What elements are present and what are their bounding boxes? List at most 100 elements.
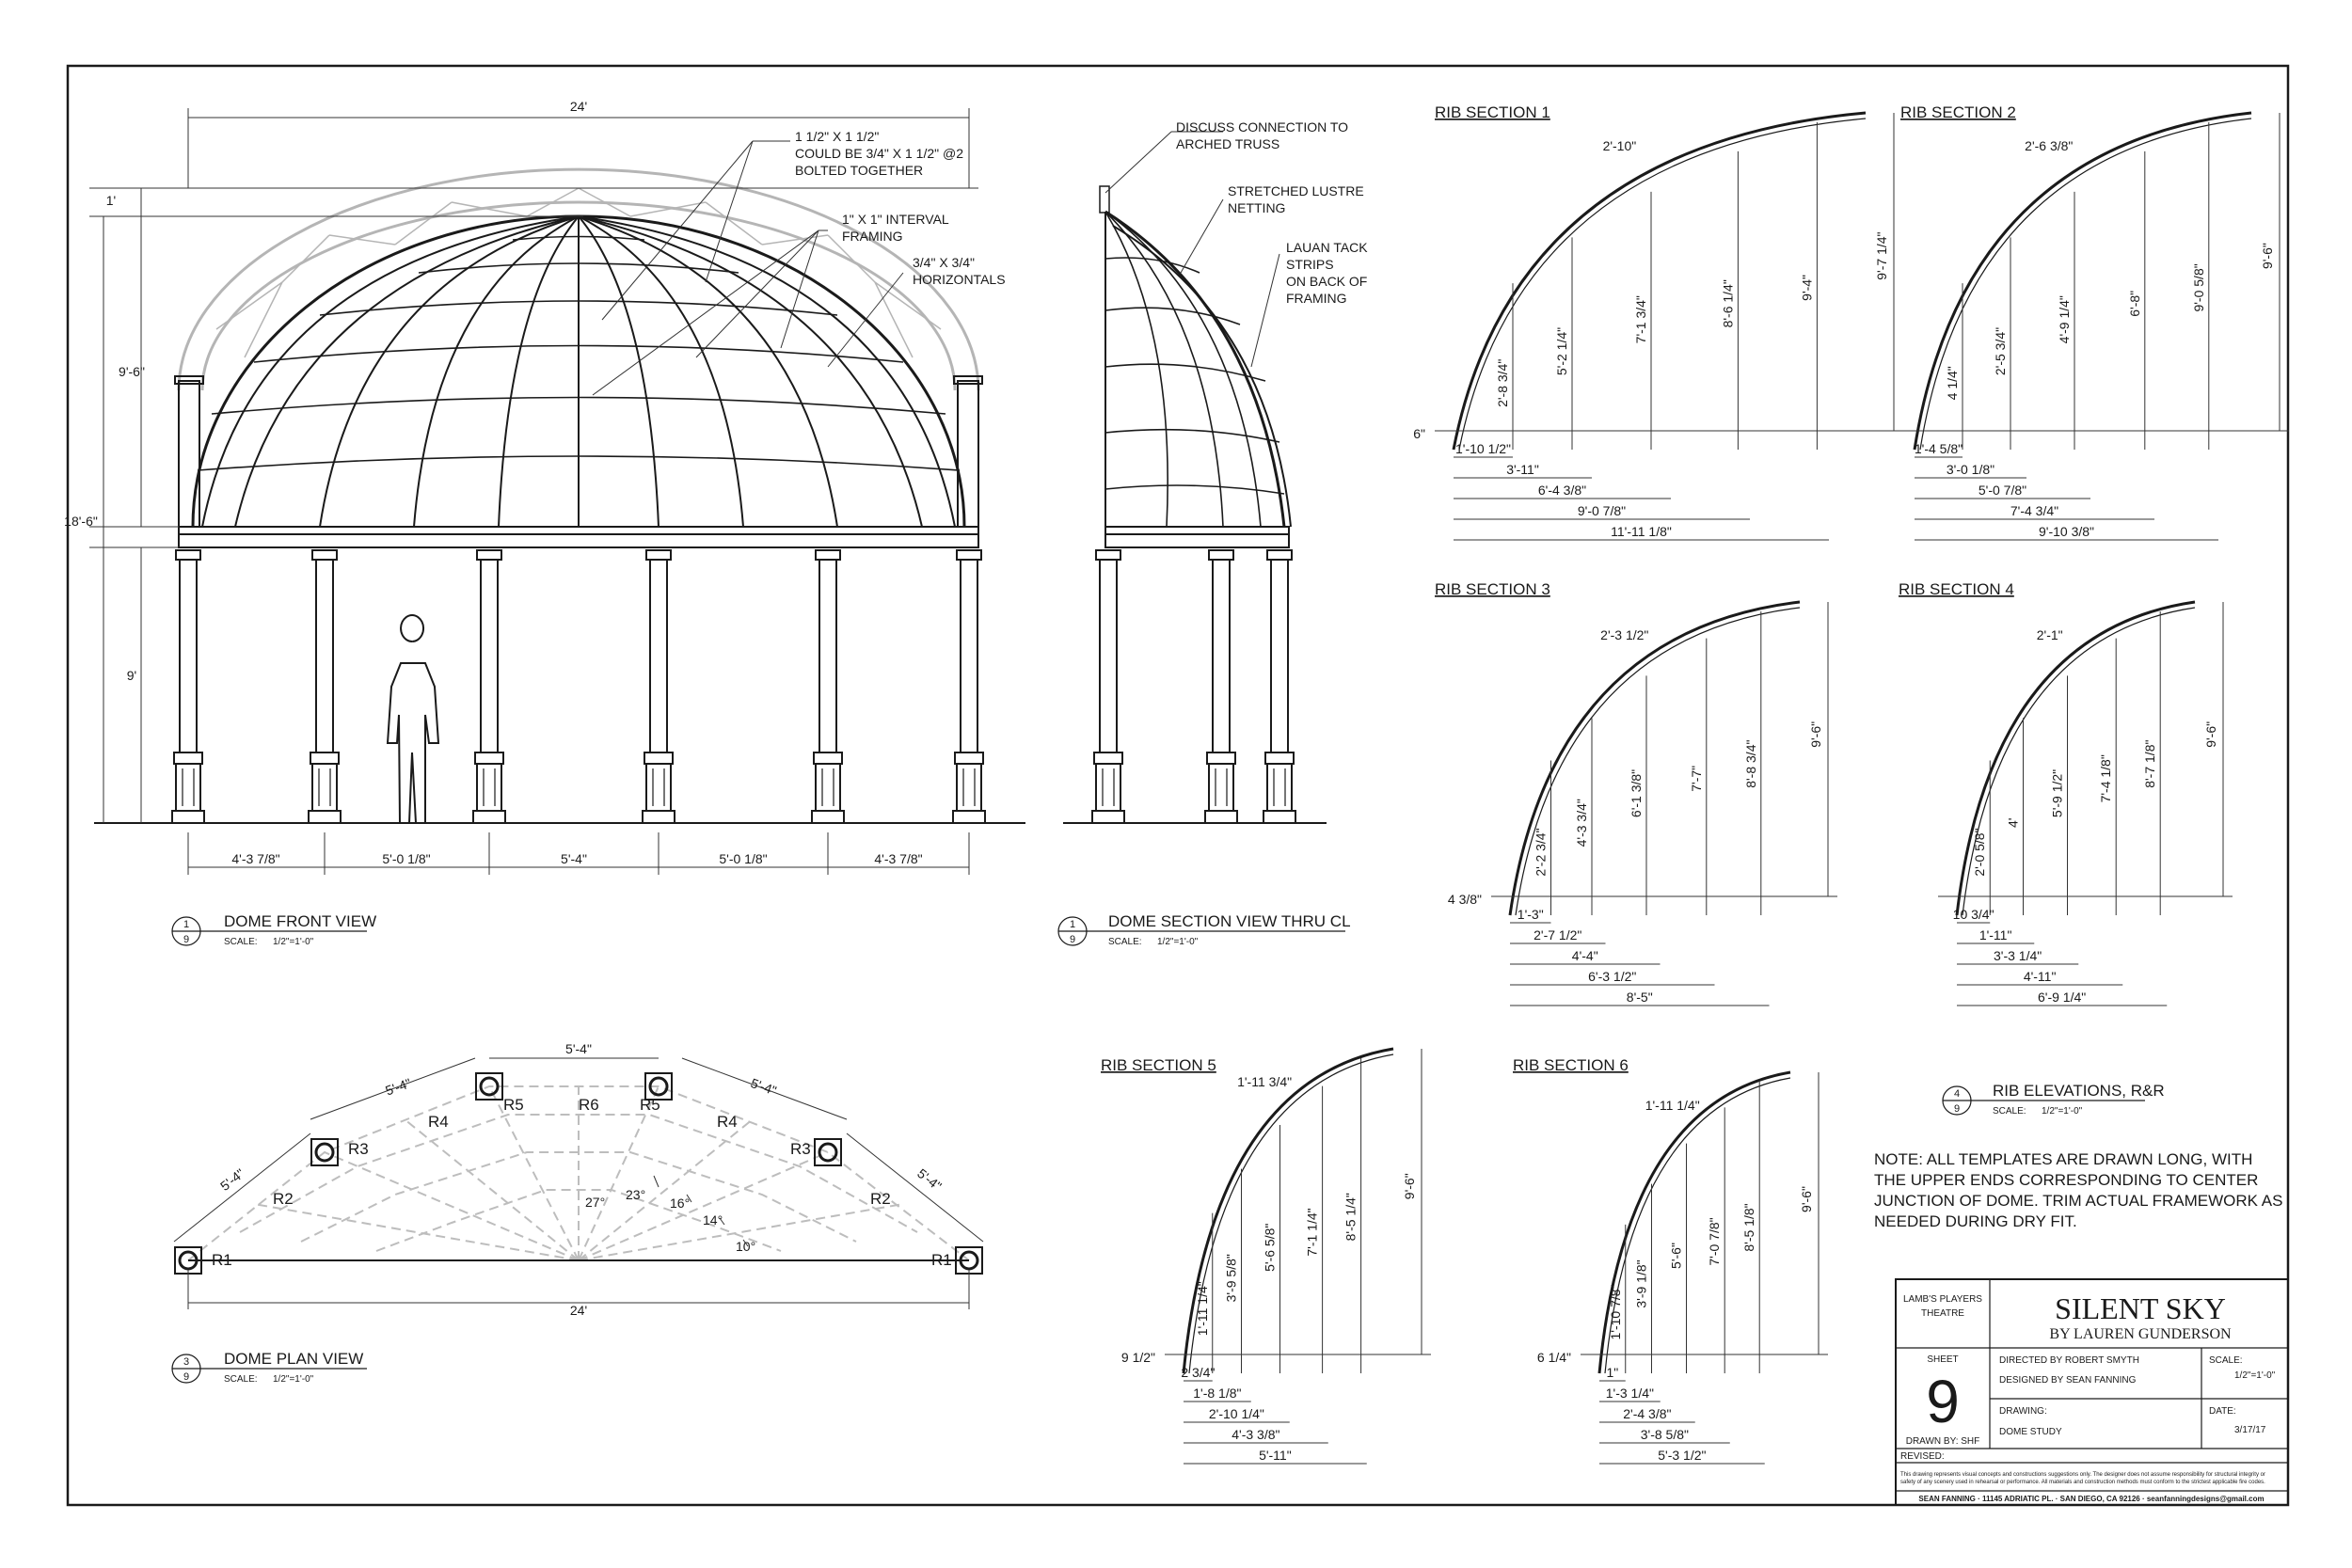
plan-seg: 5'-4" (914, 1165, 945, 1194)
front-width-dim: 24' (570, 99, 587, 114)
dim-9: 9' (127, 668, 136, 683)
column (308, 549, 342, 824)
bottom-dim: 4'-3 7/8" (874, 851, 922, 866)
rib-dim: 5'-11" (1259, 1448, 1292, 1463)
show-author: BY LAUREN GUNDERSON (2049, 1326, 2232, 1342)
rib-dim: 5'-3 1/2" (1658, 1448, 1706, 1463)
rib-section-r6: RIB SECTION 61'-11 1/4"9'-6"8'-5 1/8"7'-… (1513, 1056, 1828, 1465)
rib-dim: 9'-6" (2203, 721, 2218, 748)
theatre-name: LAMB'S PLAYERS (1903, 1294, 1982, 1305)
plan-seg: 5'-4" (565, 1041, 592, 1056)
rib-dim: 6'-8" (2127, 291, 2142, 317)
rib-dim: 9 1/2" (1121, 1350, 1155, 1365)
rib-dim: 5'-6 5/8" (1263, 1224, 1278, 1272)
svg-text:RIB ELEVATIONS, R&R: RIB ELEVATIONS, R&R (1993, 1082, 2165, 1100)
rib-dim: 1'-11 3/4" (1237, 1074, 1292, 1089)
plan-view-title: 3 9 DOME PLAN VIEW SCALE: 1/2"=1'-0" (171, 1350, 367, 1385)
rib-dim: 1'-3" (1518, 907, 1544, 922)
rib-section-r1: RIB SECTION 12'-10"9'-7 1/4"9'-4"8'-6 1/… (1413, 103, 1903, 541)
dome-front-view: 24' 1' 9'-6" 18'-6" 9' 4'-3 7/8"5'-0 1/8… (64, 99, 1025, 947)
rib-sections: RIB SECTION 12'-10"9'-7 1/4"9'-4"8'-6 1/… (1101, 103, 2289, 1465)
rib-section-r3: RIB SECTION 32'-3 1/2"9'-6"8'-8 3/4"7'-7… (1435, 580, 1837, 1006)
svg-text:SCALE:: SCALE: (224, 937, 258, 947)
callout-horizontals: 3/4" X 3/4"HORIZONTALS (913, 255, 1006, 287)
rib-dim: 7'-7" (1689, 766, 1704, 792)
rib-dim: 4'-3 3/4" (1574, 799, 1589, 847)
rib-label: R1 (212, 1251, 232, 1269)
column (811, 549, 845, 824)
rib-dim: 6 1/4" (1537, 1350, 1571, 1365)
column (1204, 549, 1238, 824)
dim-1ft: 1' (106, 193, 116, 208)
designed-by: DESIGNED BY SEAN FANNING (1999, 1375, 2137, 1386)
rib-label: R4 (428, 1113, 449, 1131)
svg-text:DOME FRONT VIEW: DOME FRONT VIEW (224, 912, 376, 930)
rib-dim: 2'-10 1/4" (1209, 1406, 1264, 1421)
rib-dim: 5'-6" (1669, 1243, 1684, 1269)
rib-label: R5 (640, 1096, 660, 1114)
rib-label: R2 (273, 1190, 294, 1208)
rib-dim: 7'-1 1/4" (1305, 1208, 1320, 1256)
plan-seg: 5'-4" (217, 1165, 247, 1194)
angle-label: 14° (703, 1212, 723, 1227)
rib-dim: 8'-8 3/4" (1743, 740, 1758, 788)
rib-dim: 2'-0 5/8" (1972, 828, 1987, 876)
date-value: 3/17/17 (2234, 1425, 2266, 1435)
angle-label: 27° (585, 1195, 605, 1210)
rib-dim: 8'-7 1/8" (2142, 740, 2157, 788)
rib-dim: 8'-5 1/4" (1343, 1193, 1359, 1241)
rib-title: RIB SECTION 2 (1900, 103, 2016, 121)
post-plan (644, 1072, 673, 1101)
rib-dim: 1'-3 1/4" (1606, 1386, 1654, 1401)
svg-text:DOME SECTION VIEW THRU CL: DOME SECTION VIEW THRU CL (1108, 912, 1351, 930)
svg-text:4: 4 (1954, 1088, 1960, 1100)
section-view-title: 1 9 DOME SECTION VIEW THRU CL SCALE: 1/2… (1057, 912, 1351, 947)
rib-section-r5: RIB SECTION 51'-11 3/4"9'-6"8'-5 1/4"7'-… (1101, 1047, 1431, 1465)
revised-label: REVISED: (1900, 1451, 1945, 1462)
plan-seg: 5'-4" (749, 1075, 779, 1099)
rib-dim: 2'-3 1/2" (1600, 627, 1648, 642)
show-title: SILENT SKY (2055, 1291, 2226, 1325)
rib-dim: 9'-7 1/4" (1874, 231, 1889, 279)
rib-dim: 6" (1413, 426, 1425, 441)
column (472, 549, 506, 824)
rib-dim: 9'-6" (1402, 1173, 1417, 1199)
rib-dim: 6'-9 1/4" (2038, 990, 2086, 1005)
designer-footer: SEAN FANNING · 11145 ADRIATIC PL. · SAN … (1918, 1495, 2264, 1503)
rib-label: R3 (348, 1140, 369, 1158)
rib-dim: 2'-5 3/4" (1993, 327, 2008, 375)
front-view-title: 1 9 DOME FRONT VIEW SCALE: 1/2"=1'-0" (171, 912, 376, 947)
post-plan (310, 1138, 339, 1166)
rib-dim: 1'-11" (1979, 927, 2012, 942)
sheet-label: SHEET (1927, 1354, 1958, 1365)
rib-dim: 7'-1 3/4" (1633, 295, 1648, 343)
rib-dim: 8'-6 1/4" (1720, 279, 1735, 327)
rib-dim: 1'-4 5/8" (1915, 441, 1963, 456)
rib-dim: 1'-10 7/8" (1608, 1284, 1623, 1339)
plan-seg: 5'-4" (383, 1075, 413, 1099)
column (171, 549, 205, 824)
svg-text:1/2"=1'-0": 1/2"=1'-0" (2042, 1106, 2083, 1117)
rib-dim: 3'-3 1/4" (1994, 948, 2042, 963)
rib-title: RIB SECTION 1 (1435, 103, 1550, 121)
sheet-border (66, 64, 2290, 1507)
post-plan (814, 1138, 842, 1166)
scale-label: SCALE: (2209, 1355, 2243, 1366)
rib-label: R5 (503, 1096, 524, 1114)
svg-text:DOME PLAN VIEW: DOME PLAN VIEW (224, 1350, 363, 1368)
rib-dim: 1'-11 1/4" (1645, 1098, 1700, 1113)
rib-dim: 9'-6" (1808, 721, 1823, 748)
rib-dim: 8'-5" (1627, 990, 1653, 1005)
svg-text:9: 9 (183, 1371, 189, 1383)
bottom-dim: 5'-0 1/8" (719, 851, 767, 866)
svg-text:SCALE:: SCALE: (1993, 1106, 2026, 1117)
rib-dim: 6'-3 1/2" (1588, 969, 1636, 984)
bottom-dim: 5'-4" (561, 851, 587, 866)
angle-label: 16° (670, 1196, 690, 1211)
directed-by: DIRECTED BY ROBERT SMYTH (1999, 1355, 2139, 1366)
angle-label: 23° (626, 1187, 645, 1202)
svg-text:THEATRE: THEATRE (1921, 1308, 1964, 1319)
rib-dim: 3'-0 1/8" (1947, 462, 1994, 477)
